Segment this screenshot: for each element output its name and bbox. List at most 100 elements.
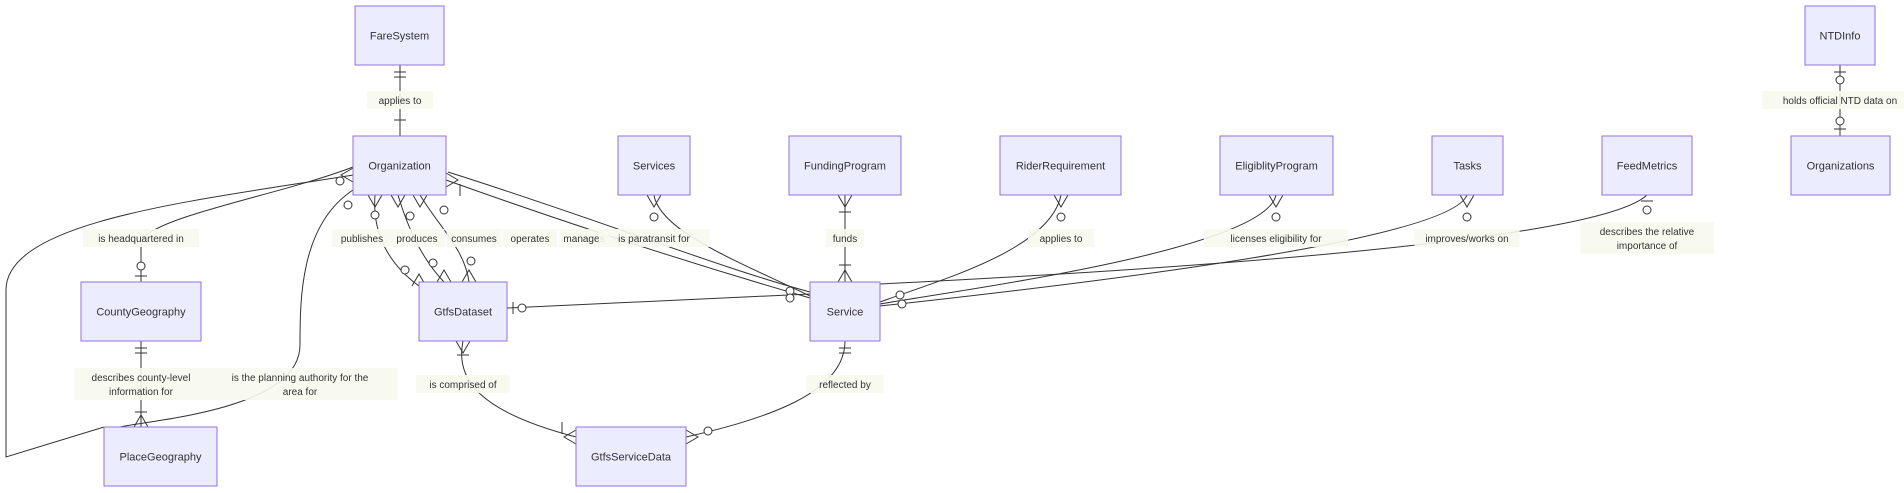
- relationship-label-text: reflected by: [819, 380, 871, 391]
- entity-label: FundingProgram: [804, 161, 886, 173]
- entity-box: [80, 281, 202, 342]
- relationship-label-background: [806, 375, 884, 393]
- relationship-label-text: area for: [283, 387, 318, 398]
- entity-label: PlaceGeography: [120, 452, 202, 464]
- entity-box: [617, 135, 691, 196]
- relationship-label-text: describes the relative: [1600, 227, 1695, 238]
- relationship-label-background: [82, 229, 200, 247]
- cardinality-zero-circle: [1271, 212, 1281, 222]
- relationship-label-text: is headquartered in: [98, 234, 184, 245]
- relationship-label-background: [502, 229, 558, 247]
- entity-place-geography: PlaceGeography: [103, 426, 218, 487]
- relationship-label-text: is paratransit for: [618, 234, 690, 245]
- entity-organization: Organization: [352, 135, 447, 196]
- relationship-label-text: improves/works on: [1425, 234, 1508, 245]
- cardinality-zero-circle: [785, 293, 795, 303]
- relationship-line-eligiblity-program-service: [879, 194, 1277, 305]
- cardinality-zero-circle: [343, 200, 353, 210]
- cardinality-many-crowfoot: [685, 429, 699, 445]
- relationship-label-eligiblity-program-service: licenses eligibility for: [1203, 229, 1349, 247]
- relationship-line-organization-service: [445, 179, 811, 299]
- entity-organizations: Organizations: [1790, 135, 1891, 196]
- entity-label: GtfsServiceData: [591, 452, 672, 464]
- entity-box: [1601, 135, 1693, 196]
- relationship-label-background: [559, 229, 609, 247]
- cardinality-many-crowfoot: [563, 429, 577, 445]
- relationship-label-text: information for: [109, 387, 174, 398]
- cardinality-many-crowfoot: [461, 269, 477, 283]
- relationship-label-organization-gtfs-dataset: consumes: [446, 229, 502, 247]
- relationship-label-fare-system-organization: applies to: [367, 91, 433, 109]
- entity-box: [1804, 5, 1876, 66]
- cardinality-many-crowfoot: [390, 194, 406, 208]
- entity-label: Organizations: [1807, 161, 1875, 173]
- relationship-label-text: publishes: [341, 234, 383, 245]
- relationship-line-feed-metrics-service: [879, 194, 1648, 285]
- entity-label: FareSystem: [370, 31, 429, 43]
- entity-gtfs-dataset: GtfsDataset: [418, 281, 508, 342]
- relationship-label-text: applies to: [1040, 234, 1083, 245]
- relationship-label-service-gtfs-service-data: reflected by: [806, 375, 884, 393]
- cardinality-zero-circle: [370, 210, 380, 220]
- relationship-label-gtfs-dataset-gtfs-service-data: is comprised of: [416, 375, 510, 393]
- relationship-line-organization-place-geography: [119, 189, 354, 428]
- relationship-label-county-geography-place-geography: describes county-level information for: [74, 368, 208, 400]
- relationship-label-tasks-service: improves/works on: [1414, 229, 1520, 247]
- entity-county-geography: CountyGeography: [80, 281, 202, 342]
- cardinality-many-crowfoot: [1053, 194, 1069, 208]
- relationship-lines: [5, 65, 1841, 458]
- relationship-label-organization-county-geography: is headquartered in: [82, 229, 200, 247]
- relationship-label-text: is comprised of: [429, 380, 496, 391]
- entity-ntdinfo: NTDInfo: [1804, 5, 1876, 66]
- relationship-label-background: [1414, 229, 1520, 247]
- relationship-label-text: applies to: [379, 96, 422, 107]
- entity-funding-program: FundingProgram: [788, 135, 902, 196]
- entity-box: [418, 281, 508, 342]
- entity-box: [103, 426, 218, 487]
- entity-gtfs-service-data: GtfsServiceData: [575, 426, 687, 487]
- relationship-label-text: is the planning authority for the: [232, 373, 369, 384]
- cardinality-many-crowfoot: [133, 414, 149, 428]
- cardinality-zero-circle: [405, 211, 415, 221]
- relationship-label-services-service: is paratransit for: [598, 229, 710, 247]
- cardinality-zero-circle: [335, 176, 345, 186]
- entity-tasks: Tasks: [1431, 135, 1504, 196]
- entity-label: CountyGeography: [96, 307, 186, 319]
- relationship-label-background: [74, 368, 208, 400]
- entity-box: [354, 5, 445, 66]
- entity-label: GtfsDataset: [434, 307, 492, 319]
- cardinality-many-crowfoot: [436, 269, 452, 283]
- relationship-label-text: describes county-level: [92, 373, 191, 384]
- relationship-label-text: produces: [396, 234, 437, 245]
- entity-rider-requirement: RiderRequirement: [999, 135, 1122, 196]
- relationship-label-background: [389, 229, 445, 247]
- relationship-label-background: [1203, 229, 1349, 247]
- relationship-label-text: holds official NTD data on: [1783, 96, 1897, 107]
- relationship-label-text: consumes: [451, 234, 497, 245]
- relationship-label-organization-service: manages: [559, 229, 609, 247]
- relationship-labels: applies to holds official NTD data on is h…: [74, 91, 1904, 400]
- cardinality-zero-circle: [517, 303, 527, 313]
- cardinality-many-crowfoot: [837, 194, 853, 208]
- entity-fare-system: FareSystem: [354, 5, 445, 66]
- cardinality-zero-circle: [1835, 116, 1845, 126]
- relationship-label-background: [331, 229, 393, 247]
- entity-box: [575, 426, 687, 487]
- relationship-label-funding-program-service: funds: [826, 229, 864, 247]
- cardinality-zero-circle: [400, 265, 410, 275]
- cardinality-many-crowfoot: [646, 194, 662, 208]
- entity-label: EligiblityProgram: [1235, 161, 1318, 173]
- relationship-label-text: licenses eligibility for: [1230, 234, 1322, 245]
- relationship-label-background: [1762, 91, 1904, 109]
- relationship-line-rider-requirement-service: [879, 194, 1062, 303]
- entity-box: [1790, 135, 1891, 196]
- entity-feed-metrics: FeedMetrics: [1601, 135, 1693, 196]
- entity-box: [788, 135, 902, 196]
- cardinality-zero-circle: [466, 256, 476, 266]
- cardinality-many-crowfoot: [1268, 194, 1284, 208]
- relationship-line-organization-place-geography: [5, 174, 354, 458]
- cardinality-zero-circle: [428, 258, 438, 268]
